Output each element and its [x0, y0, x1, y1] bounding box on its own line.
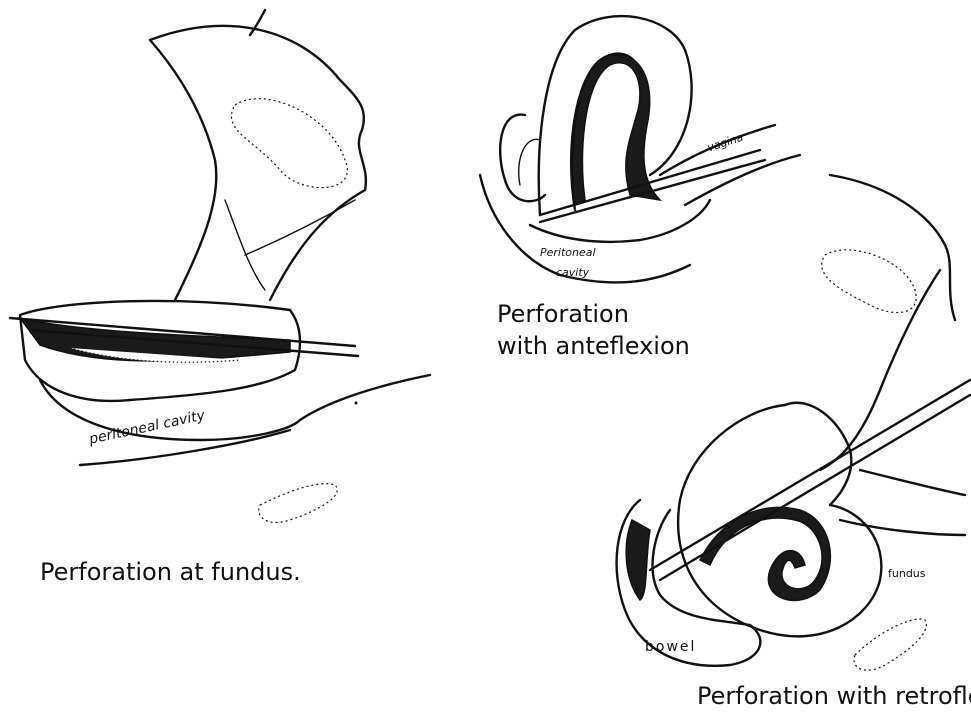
uterus-anteflexed-outer — [539, 16, 692, 215]
figure-perforation-anteflexion — [480, 16, 800, 282]
sound-instrument-retro-lower — [660, 395, 970, 580]
label-fundus: fundus — [888, 568, 926, 579]
pubic-bone-right — [822, 250, 916, 313]
label-peritoneal-top: Peritoneal — [540, 247, 596, 258]
abdominal-wall-right — [820, 270, 940, 470]
figure-perforation-at-fundus — [10, 10, 430, 522]
bladder-top-right — [860, 470, 965, 495]
bladder-bottom-right — [840, 520, 965, 535]
small-dot — [355, 402, 358, 405]
figure-perforation-retroflexion — [617, 175, 970, 670]
dotted-structure — [259, 484, 337, 523]
uterus-back-line — [150, 40, 216, 300]
bowel-dark — [626, 520, 650, 600]
uterine-cavity-retroflexed — [700, 507, 830, 600]
caption-anteflexion-line2: with anteflexion — [497, 334, 690, 358]
body-outline — [150, 26, 366, 190]
bladder-line — [270, 190, 365, 300]
dotted-structure-right — [854, 619, 926, 670]
uterus-retroflexed-outer — [678, 405, 881, 636]
body-outline-right — [830, 175, 955, 320]
vaginal-wall-lower — [685, 155, 800, 205]
caption-anteflexion-line1: Perforation — [497, 302, 629, 326]
sound-instrument-retro-upper — [650, 380, 970, 570]
left-bulge-inner — [519, 139, 540, 185]
caption-retroflexion: Perforation with retroflexion — [697, 684, 971, 708]
caption-perforation-at-fundus: Perforation at fundus. — [40, 560, 301, 584]
bladder-wall — [225, 200, 265, 290]
label-bowel: bowel — [645, 640, 696, 654]
label-cavity-top: cavity — [556, 267, 589, 278]
pubic-bone — [231, 99, 347, 188]
rectum-line — [530, 200, 710, 242]
